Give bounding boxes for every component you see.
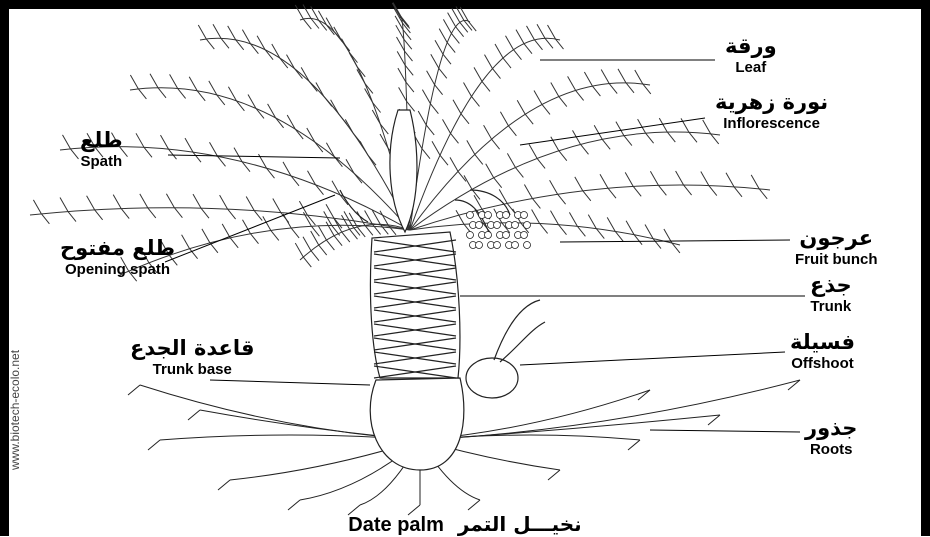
spath-shape [390,110,417,232]
trunk-drawing [370,232,464,470]
label-trunk: جذع Trunk [810,275,852,314]
label-leaf-ar: ورقة [725,36,777,57]
label-opening-spath-en: Opening spath [60,262,175,277]
title-english: Date palm [348,514,444,536]
label-trunk-ar: جذع [810,275,852,296]
label-spath: طلع Spath [80,130,123,169]
label-roots-ar: جذور [805,418,857,439]
label-inflorescence-en: Inflorescence [715,116,828,131]
offshoot-shape [466,358,518,398]
label-offshoot-en: Offshoot [790,356,855,371]
label-opening-spath: طلع مفتوح Opening spath [60,238,175,277]
title-arabic: نخيـــل التمر [458,512,582,536]
label-trunk-base-en: Trunk base [130,362,255,377]
label-trunk-base-ar: قاعدة الجدع [130,338,255,359]
label-inflorescence-ar: نورة زهرية [715,92,828,113]
label-opening-spath-ar: طلع مفتوح [60,238,175,259]
label-spath-en: Spath [80,154,123,169]
label-fruit-bunch-ar: عرجون [795,228,878,249]
label-leaf: ورقة Leaf [725,36,777,75]
fruit-bunch-dates [467,212,531,249]
label-fruit-bunch-en: Fruit bunch [795,252,878,267]
trunk-base-shape [370,378,464,470]
label-offshoot-ar: فسيلة [790,332,855,353]
label-trunk-en: Trunk [810,299,852,314]
label-offshoot: فسيلة Offshoot [790,332,855,371]
label-trunk-base: قاعدة الجدع Trunk base [130,338,255,377]
label-fruit-bunch: عرجون Fruit bunch [795,228,878,267]
label-roots-en: Roots [805,442,857,457]
label-spath-ar: طلع [80,130,123,151]
watermark-text: www.biotech-ecolo.net [8,350,22,470]
diagram-title: Date palm نخيـــل التمر [0,512,930,537]
label-roots: جذور Roots [805,418,857,457]
label-inflorescence: نورة زهرية Inflorescence [715,92,828,131]
label-leaf-en: Leaf [725,60,777,75]
